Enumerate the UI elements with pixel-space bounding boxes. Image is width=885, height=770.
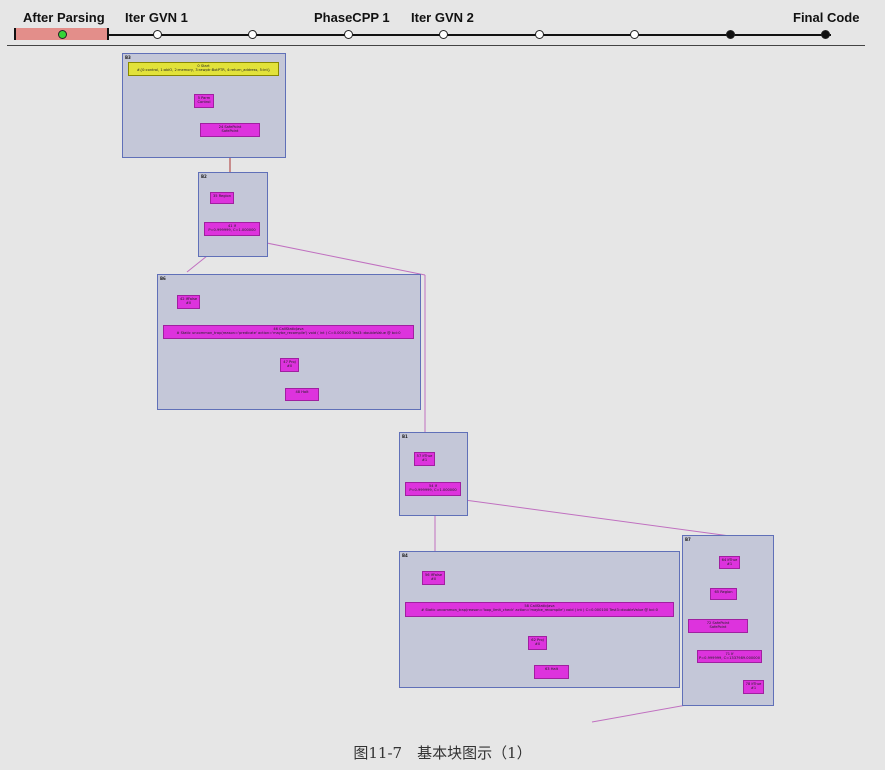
node-detail: P=0.999999, C=1.000000	[208, 228, 256, 233]
phase-timeline: After Parsing Iter GVN 1 PhaseCPP 1 Iter…	[0, 0, 885, 48]
phase-dot[interactable]	[248, 30, 257, 39]
phase-dot-iter-gvn-1[interactable]	[153, 30, 162, 39]
phase-dot[interactable]	[726, 30, 735, 39]
node-title: 78 IfTrue	[745, 682, 762, 686]
node-detail: #0	[185, 301, 192, 306]
node-iffalse[interactable]: 42 IfFalse #0	[177, 295, 200, 309]
node-title: 5 Parm	[197, 96, 211, 100]
node-detail: Control	[197, 100, 211, 105]
node-title: 46 CallStaticJava	[273, 327, 304, 331]
timeline-track	[14, 34, 831, 36]
phase-label-after-parsing[interactable]: After Parsing	[23, 10, 105, 25]
node-halt[interactable]: 63 Halt	[534, 665, 569, 679]
node-title: 63 Halt	[544, 667, 559, 671]
node-call-static-java[interactable]: 46 CallStaticJava # Static uncommon_trap…	[163, 325, 414, 339]
node-call-static-java[interactable]: 58 CallStaticJava # Static uncommon_trap…	[405, 602, 674, 617]
block-label: B7	[685, 537, 691, 542]
block-label: B2	[201, 174, 207, 179]
phase-dot-final-code[interactable]	[821, 30, 830, 39]
node-title: 41 If	[227, 224, 237, 228]
node-detail: SafePoint	[709, 625, 727, 630]
node-title: 48 Halt	[295, 390, 309, 394]
node-detail: # Static uncommon_trap(reason='loop_limi…	[421, 608, 658, 613]
node-start[interactable]: 0 Start #{0:control, 1:abIO, 2:memory, 3…	[128, 62, 279, 76]
node-detail: P=0.999999, C=1337989.000000	[699, 656, 760, 661]
node-detail: P=0.999999, C=1.000000	[409, 488, 457, 493]
node-iftrue[interactable]: 78 IfTrue #1	[743, 680, 764, 694]
phase-label-final-code[interactable]: Final Code	[793, 10, 860, 25]
node-title: 0 Start	[197, 64, 210, 68]
node-title: 47 Proj	[283, 360, 296, 364]
node-if[interactable]: 71 If P=0.999999, C=1337989.000000	[697, 650, 762, 663]
node-region[interactable]: 35 Region	[210, 192, 234, 204]
phase-dot-after-parsing[interactable]	[58, 30, 67, 39]
phase-dot[interactable]	[630, 30, 639, 39]
figure-caption: 图11-7 基本块图示（1）	[353, 744, 532, 762]
node-halt[interactable]: 48 Halt	[285, 388, 319, 401]
phase-label-iter-gvn-2[interactable]: Iter GVN 2	[411, 10, 474, 25]
node-detail: #{0:control, 1:abIO, 2:memory, 3:rawptr:…	[136, 68, 271, 73]
node-title: 71 If	[725, 652, 734, 656]
node-iftrue[interactable]: 57 IfTrue #1	[414, 452, 435, 466]
node-title: 35 Region	[212, 194, 232, 198]
node-title: 72 SafePoint	[706, 621, 730, 625]
block-label: B4	[402, 553, 408, 558]
phase-dot-phasecpp-1[interactable]	[344, 30, 353, 39]
node-detail: # Static uncommon_trap(reason='predicate…	[176, 331, 401, 336]
node-safepoint[interactable]: 24 SafePoint SafePoint	[200, 123, 260, 137]
node-title: 42 IfFalse	[179, 297, 198, 301]
block-label: B3	[125, 55, 131, 60]
node-title: 64 IfTrue	[721, 558, 738, 562]
node-if[interactable]: 54 If P=0.999999, C=1.000000	[405, 482, 461, 496]
basic-block-b2[interactable]: B2	[198, 172, 268, 257]
phase-dot-iter-gvn-2[interactable]	[439, 30, 448, 39]
node-region[interactable]: 65 Region	[710, 588, 737, 600]
node-detail: #1	[750, 686, 757, 691]
node-parm[interactable]: 5 Parm Control	[194, 94, 214, 108]
node-detail: SafePoint	[221, 129, 239, 134]
node-title: 58 CallStaticJava	[524, 604, 555, 608]
node-title: 62 Proj	[531, 638, 544, 642]
node-detail: #1	[421, 458, 428, 463]
node-title: 56 IfFalse	[424, 573, 443, 577]
node-title: 54 If	[428, 484, 438, 488]
block-label: B6	[160, 276, 166, 281]
phase-label-phasecpp-1[interactable]: PhaseCPP 1	[314, 10, 390, 25]
node-title: 65 Region	[714, 590, 733, 594]
node-iffalse[interactable]: 56 IfFalse #0	[422, 571, 445, 585]
node-safepoint[interactable]: 72 SafePoint SafePoint	[688, 619, 748, 633]
phase-label-iter-gvn-1[interactable]: Iter GVN 1	[125, 10, 188, 25]
timeline-divider	[7, 45, 865, 46]
node-detail: #0	[286, 364, 293, 369]
node-detail: #1	[726, 562, 733, 567]
node-title: 24 SafePoint	[218, 125, 242, 129]
basic-block-b6[interactable]: B6	[157, 274, 421, 410]
node-proj[interactable]: 47 Proj #0	[280, 358, 299, 372]
phase-dot[interactable]	[535, 30, 544, 39]
node-detail: #0	[430, 577, 437, 582]
block-label: B1	[402, 434, 408, 439]
node-proj[interactable]: 62 Proj #0	[528, 636, 547, 650]
edge	[434, 495, 731, 537]
node-if[interactable]: 41 If P=0.999999, C=1.000000	[204, 222, 260, 236]
node-detail: #0	[534, 642, 541, 647]
node-title: 57 IfTrue	[416, 454, 433, 458]
node-iftrue[interactable]: 64 IfTrue #1	[719, 556, 740, 569]
basic-block-b1[interactable]: B1	[399, 432, 468, 516]
